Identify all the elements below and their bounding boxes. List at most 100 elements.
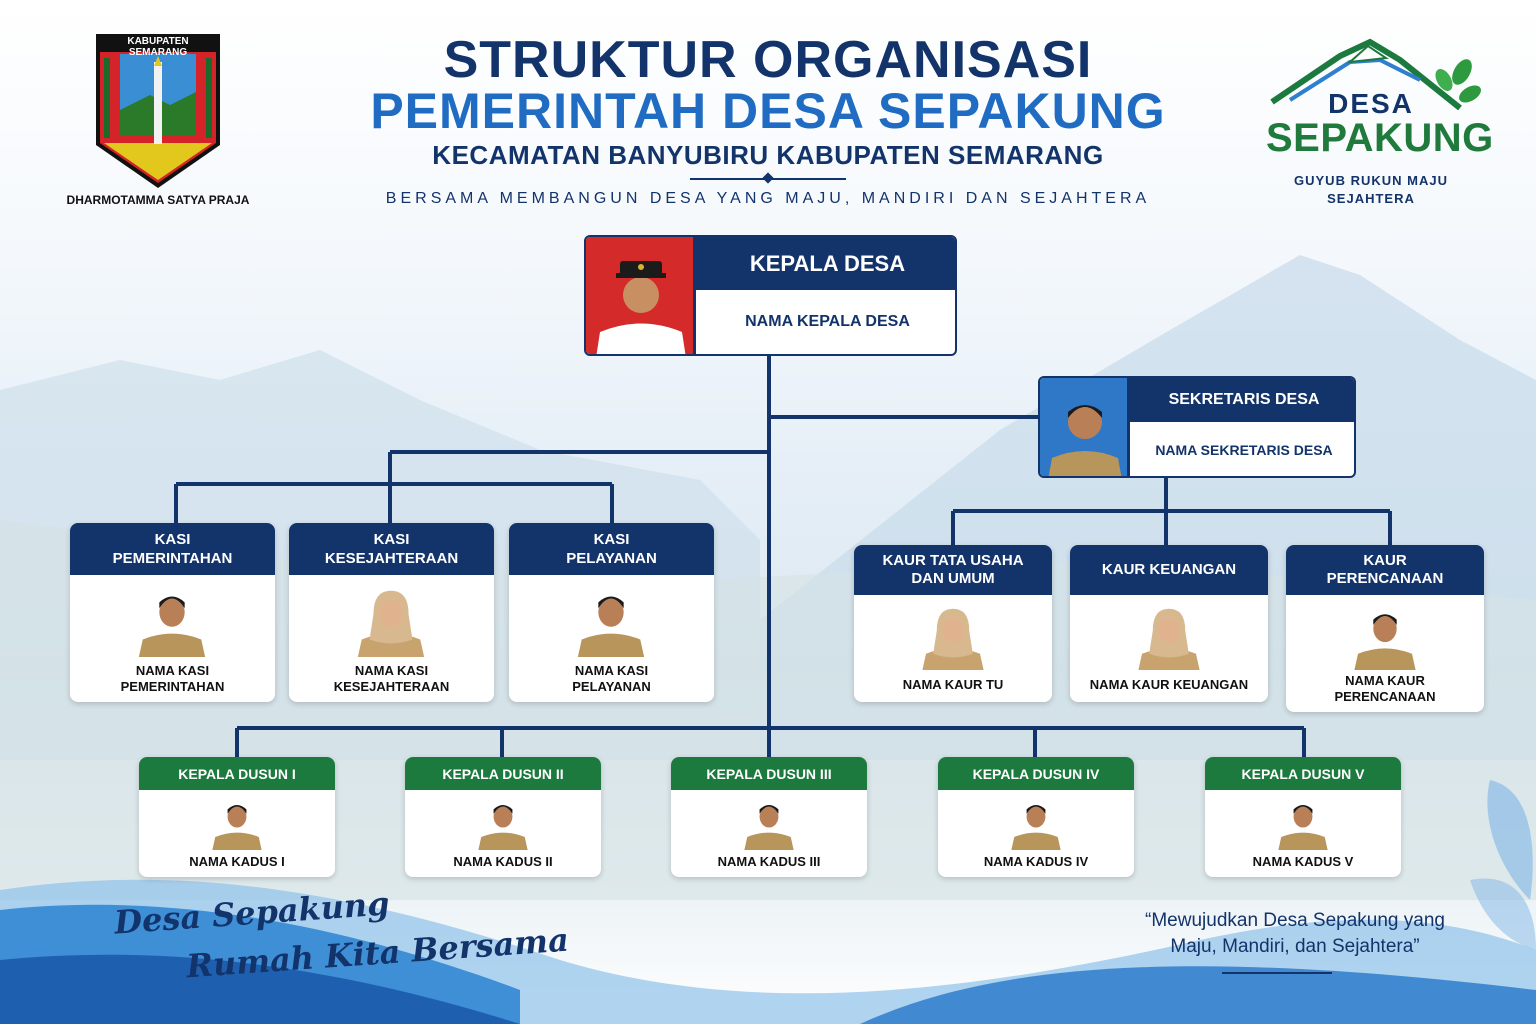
female-official-icon xyxy=(1138,608,1200,670)
vision-quote-line1: “Mewujudkan Desa Sepakung yang xyxy=(1145,910,1445,931)
page-tagline: BERSAMA MEMBANGUN DESA YANG MAJU, MANDIR… xyxy=(385,190,1151,207)
card-kepala-dusun[interactable]: KEPALA DUSUN V NAMA KADUS V xyxy=(1205,757,1401,877)
male-official-icon xyxy=(478,805,528,850)
kabupaten-emblem xyxy=(96,34,220,188)
card-name-line1: NAMA KASI xyxy=(354,663,429,678)
card-name: NAMA KADUS V xyxy=(1252,854,1354,869)
card-title: KAUR KEUANGAN xyxy=(1070,545,1268,595)
card-title-line1: KAUR xyxy=(1363,552,1407,569)
card-name: NAMA KADUS I xyxy=(189,854,285,869)
vision-quote-line2: Maju, Mandiri, dan Sejahtera” xyxy=(1170,936,1420,957)
card-title-line2: PERENCANAAN xyxy=(1326,570,1444,587)
male-official-icon xyxy=(212,805,262,850)
male-official-icon xyxy=(1278,805,1328,850)
card-name: NAMA KADUS IV xyxy=(983,854,1089,869)
card-title: KEPALA DUSUN IV xyxy=(938,757,1134,790)
card-name: NAMA KAUR TU xyxy=(854,677,1052,693)
card-title-line2: KESEJAHTERAAN xyxy=(324,550,459,567)
card-title: KEPALA DUSUN I xyxy=(139,757,335,790)
card-name-line2: KESEJAHTERAAN xyxy=(333,679,450,694)
portrait-photo xyxy=(915,598,991,670)
card-kaur[interactable]: KAUR KEUANGAN NAMA KAUR KEUANGAN xyxy=(1070,545,1268,702)
card-kepala-desa[interactable]: KEPALA DESA NAMA KEPALA DESA xyxy=(584,235,957,356)
official-portrait-icon xyxy=(1048,405,1122,476)
male-official-icon xyxy=(1354,614,1416,670)
card-name-line1: NAMA KASI xyxy=(574,663,649,678)
male-official-icon xyxy=(577,596,645,657)
connector-lines xyxy=(174,356,1392,757)
card-title: SEKRETARIS DESA xyxy=(1130,378,1354,422)
logo-desa-label: DESA xyxy=(1328,88,1414,119)
card-name: NAMA KEPALA DESA xyxy=(745,313,910,330)
card-title-line1: KASI xyxy=(154,531,191,548)
wave-front xyxy=(0,954,520,1024)
page-title-secondary: PEMERINTAH DESA SEPAKUNG xyxy=(370,83,1166,139)
portrait-photo xyxy=(737,792,801,850)
card-name-line1: NAMA KAUR KEUANGAN xyxy=(1089,677,1249,692)
page-title: STRUKTUR ORGANISASI xyxy=(443,31,1093,89)
portrait-photo xyxy=(1004,792,1068,850)
card-title: KEPALA DUSUN III xyxy=(671,757,867,790)
logo-motto-line2: SEJAHTERA xyxy=(1327,191,1415,206)
card-title: KEPALA DUSUN II xyxy=(405,757,601,790)
portrait-photo xyxy=(571,579,651,657)
portrait-photo xyxy=(1271,792,1335,850)
card-name-line2: PELAYANAN xyxy=(572,679,651,694)
female-official-icon xyxy=(357,590,425,657)
card-title-line2: PELAYANAN xyxy=(566,550,657,567)
portrait-photo xyxy=(132,579,212,657)
wave-right xyxy=(860,966,1536,1024)
card-name-line2: PEMERINTAHAN xyxy=(120,679,225,694)
card-title-line1: KASI xyxy=(593,531,630,548)
card-title: KEPALA DUSUN V xyxy=(1205,757,1401,790)
quote-underline xyxy=(1222,972,1332,974)
logo-motto-line1: GUYUB RUKUN MAJU xyxy=(1294,173,1448,188)
card-kepala-dusun[interactable]: KEPALA DUSUN III NAMA KADUS III xyxy=(671,757,867,877)
vision-quote: “Mewujudkan Desa Sepakung yang Maju, Man… xyxy=(1110,908,1480,960)
card-title: KASI KESEJAHTERAAN xyxy=(289,523,494,575)
leaf-decoration-2 xyxy=(1470,878,1536,950)
desa-logo-mark xyxy=(1270,38,1481,111)
official-portrait-icon xyxy=(596,261,686,354)
emblem-caption: DHARMOTAMMA SATYA PRAJA xyxy=(66,193,250,207)
card-title-line2: PEMERINTAHAN xyxy=(112,550,233,567)
logo-village-name: SEPAKUNG xyxy=(1266,116,1494,160)
card-name: NAMA KADUS III xyxy=(717,854,821,869)
card-title: KASI PELAYANAN xyxy=(509,523,714,575)
card-title-line1: KAUR TATA USAHA xyxy=(882,552,1024,569)
card-title-line1: KASI xyxy=(373,531,410,548)
card-kepala-dusun[interactable]: KEPALA DUSUN IV NAMA KADUS IV xyxy=(938,757,1134,877)
card-name-line1: NAMA KASI xyxy=(135,663,210,678)
portrait-photo xyxy=(471,792,535,850)
card-sekretaris-desa[interactable]: SEKRETARIS DESA NAMA SEKRETARIS DESA xyxy=(1038,376,1356,478)
card-name-line2: PERENCANAAN xyxy=(1334,689,1436,704)
card-title-line2: DAN UMUM xyxy=(911,570,995,587)
leaf-decoration xyxy=(1487,780,1533,900)
female-official-icon xyxy=(922,608,984,670)
male-official-icon xyxy=(744,805,794,850)
portrait-photo xyxy=(205,792,269,850)
portrait-photo xyxy=(1347,598,1423,670)
card-name-line1: NAMA KAUR TU xyxy=(902,677,1004,692)
card-title: KASI PEMERINTAHAN xyxy=(70,523,275,575)
male-official-icon xyxy=(138,596,206,657)
card-name: NAMA KAUR KEUANGAN xyxy=(1070,677,1268,693)
emblem-label: KABUPATEN SEMARANG xyxy=(127,36,189,58)
logo-motto: GUYUB RUKUN MAJU SEJAHTERA xyxy=(1266,172,1476,208)
card-title: KEPALA DESA xyxy=(696,237,955,290)
page-subtitle: KECAMATAN BANYUBIRU KABUPATEN SEMARANG xyxy=(432,140,1104,170)
card-kepala-dusun[interactable]: KEPALA DUSUN I NAMA KADUS I xyxy=(139,757,335,877)
card-title-line1: KAUR KEUANGAN xyxy=(1101,561,1237,578)
portrait-photo xyxy=(1131,598,1207,670)
